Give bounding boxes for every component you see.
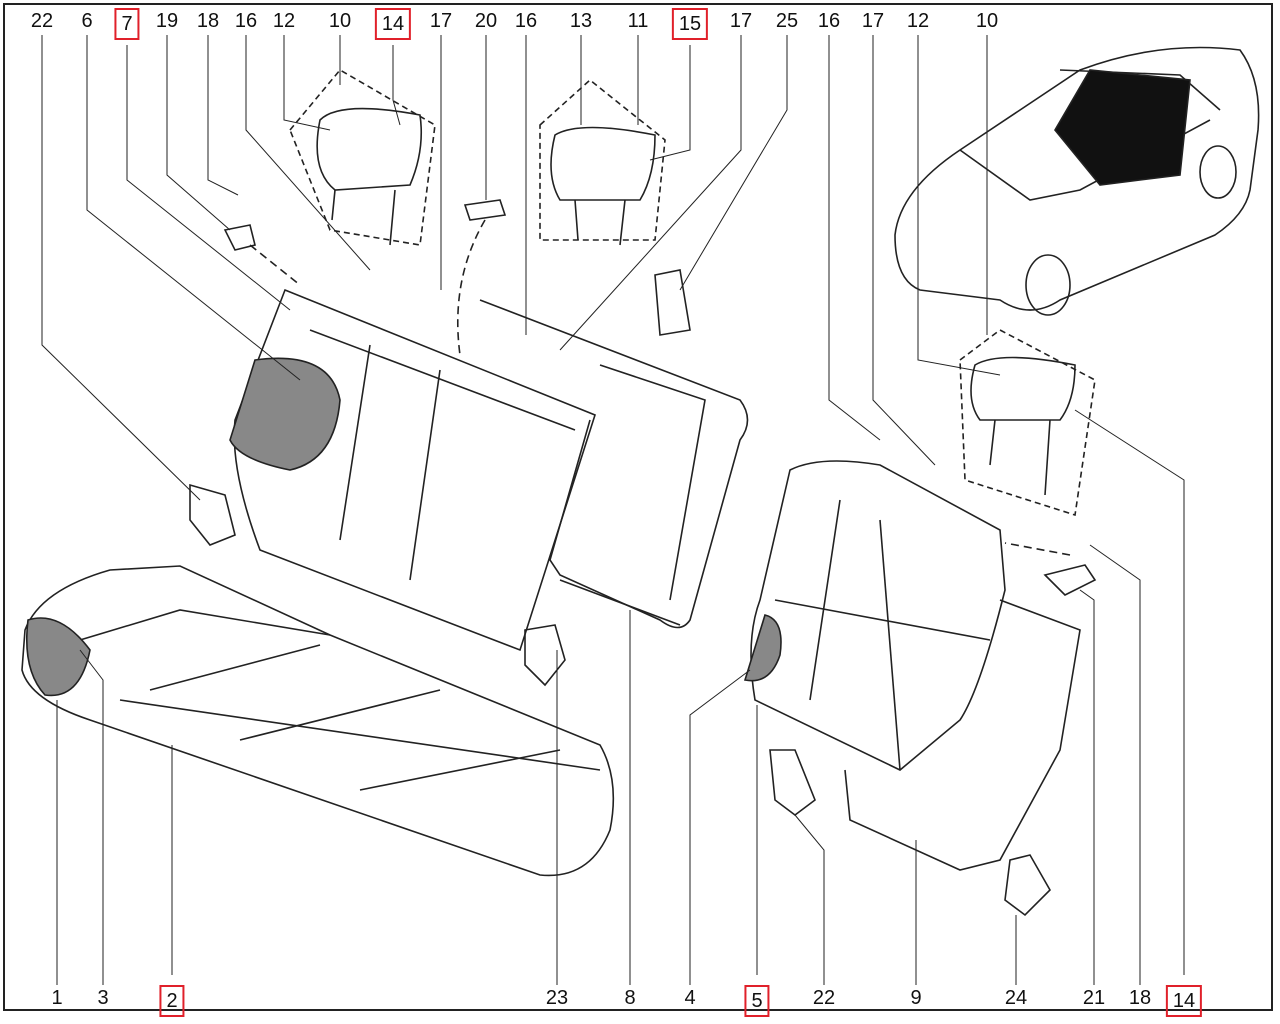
callout-top-13: 13 [569,10,593,32]
highlighted-callout-top-14: 14 [374,8,412,40]
callout-top-16: 16 [817,10,841,32]
callout-top-20: 20 [474,10,498,32]
callout-bot-23: 23 [545,987,569,1009]
brackets [189,199,1097,917]
highlighted-callout-bot-14: 14 [1165,985,1203,1017]
diagram-frame [3,3,1273,1011]
callout-bot-22: 22 [812,987,836,1009]
callout-top-10: 10 [328,10,352,32]
highlighted-callout-bot-5: 5 [744,985,770,1017]
callout-bot-21: 21 [1082,987,1106,1009]
left-backrest-frame [479,299,749,629]
callout-top-17: 17 [429,10,453,32]
left-backrest [229,288,596,652]
callout-top-16: 16 [234,10,258,32]
highlighted-callout-top-15: 15 [671,8,709,40]
callout-top-16: 16 [514,10,538,32]
callout-bot-18: 18 [1128,987,1152,1009]
highlighted-callout-top-7: 7 [114,8,140,40]
callout-top-19: 19 [155,10,179,32]
leader-lines [41,35,1185,985]
callout-top-10: 10 [975,10,999,32]
callout-top-11: 11 [627,10,649,32]
callout-bot-24: 24 [1004,987,1028,1009]
car-thumbnail [894,46,1260,316]
callout-top-6: 6 [81,10,93,32]
callout-top-25: 25 [775,10,799,32]
seat-cushion [21,565,615,877]
callout-top-17: 17 [729,10,753,32]
callout-bot-8: 8 [624,987,636,1009]
headrests [289,68,1096,517]
callout-top-22: 22 [30,10,54,32]
callout-top-12: 12 [272,10,296,32]
right-backrest [743,460,1081,871]
highlighted-callout-bot-2: 2 [159,985,185,1017]
callout-top-17: 17 [861,10,885,32]
callout-bot-3: 3 [97,987,109,1009]
callout-bot-9: 9 [910,987,922,1009]
callout-top-12: 12 [906,10,930,32]
callout-bot-1: 1 [51,987,63,1009]
callout-bot-4: 4 [684,987,696,1009]
callout-top-18: 18 [196,10,220,32]
